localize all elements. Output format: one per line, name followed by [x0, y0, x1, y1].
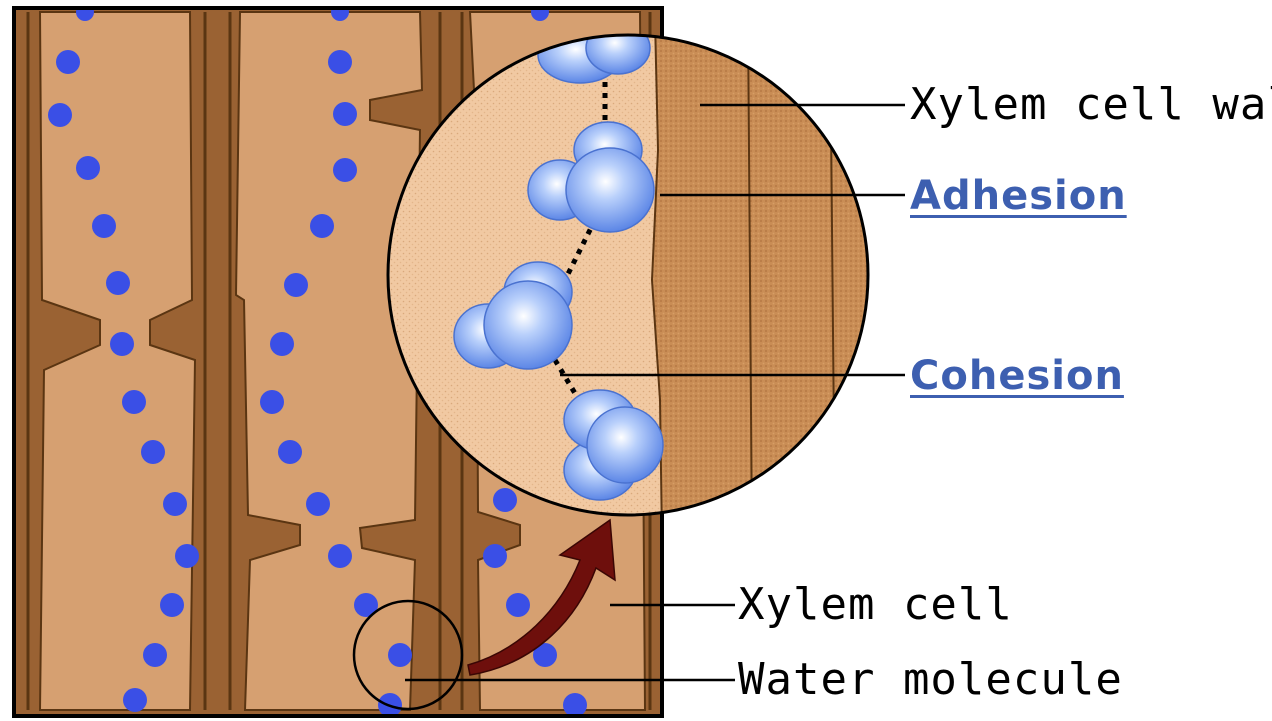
link-adhesion[interactable]: Adhesion [910, 176, 1127, 216]
label-xylem-cell: Xylem cell [738, 583, 1013, 627]
label-xylem-cell-wall: Xylem cell wall [910, 83, 1272, 127]
link-cohesion[interactable]: Cohesion [910, 356, 1124, 396]
label-water-molecule: Water molecule [738, 658, 1123, 702]
magnified-cell-wall [652, 20, 880, 540]
